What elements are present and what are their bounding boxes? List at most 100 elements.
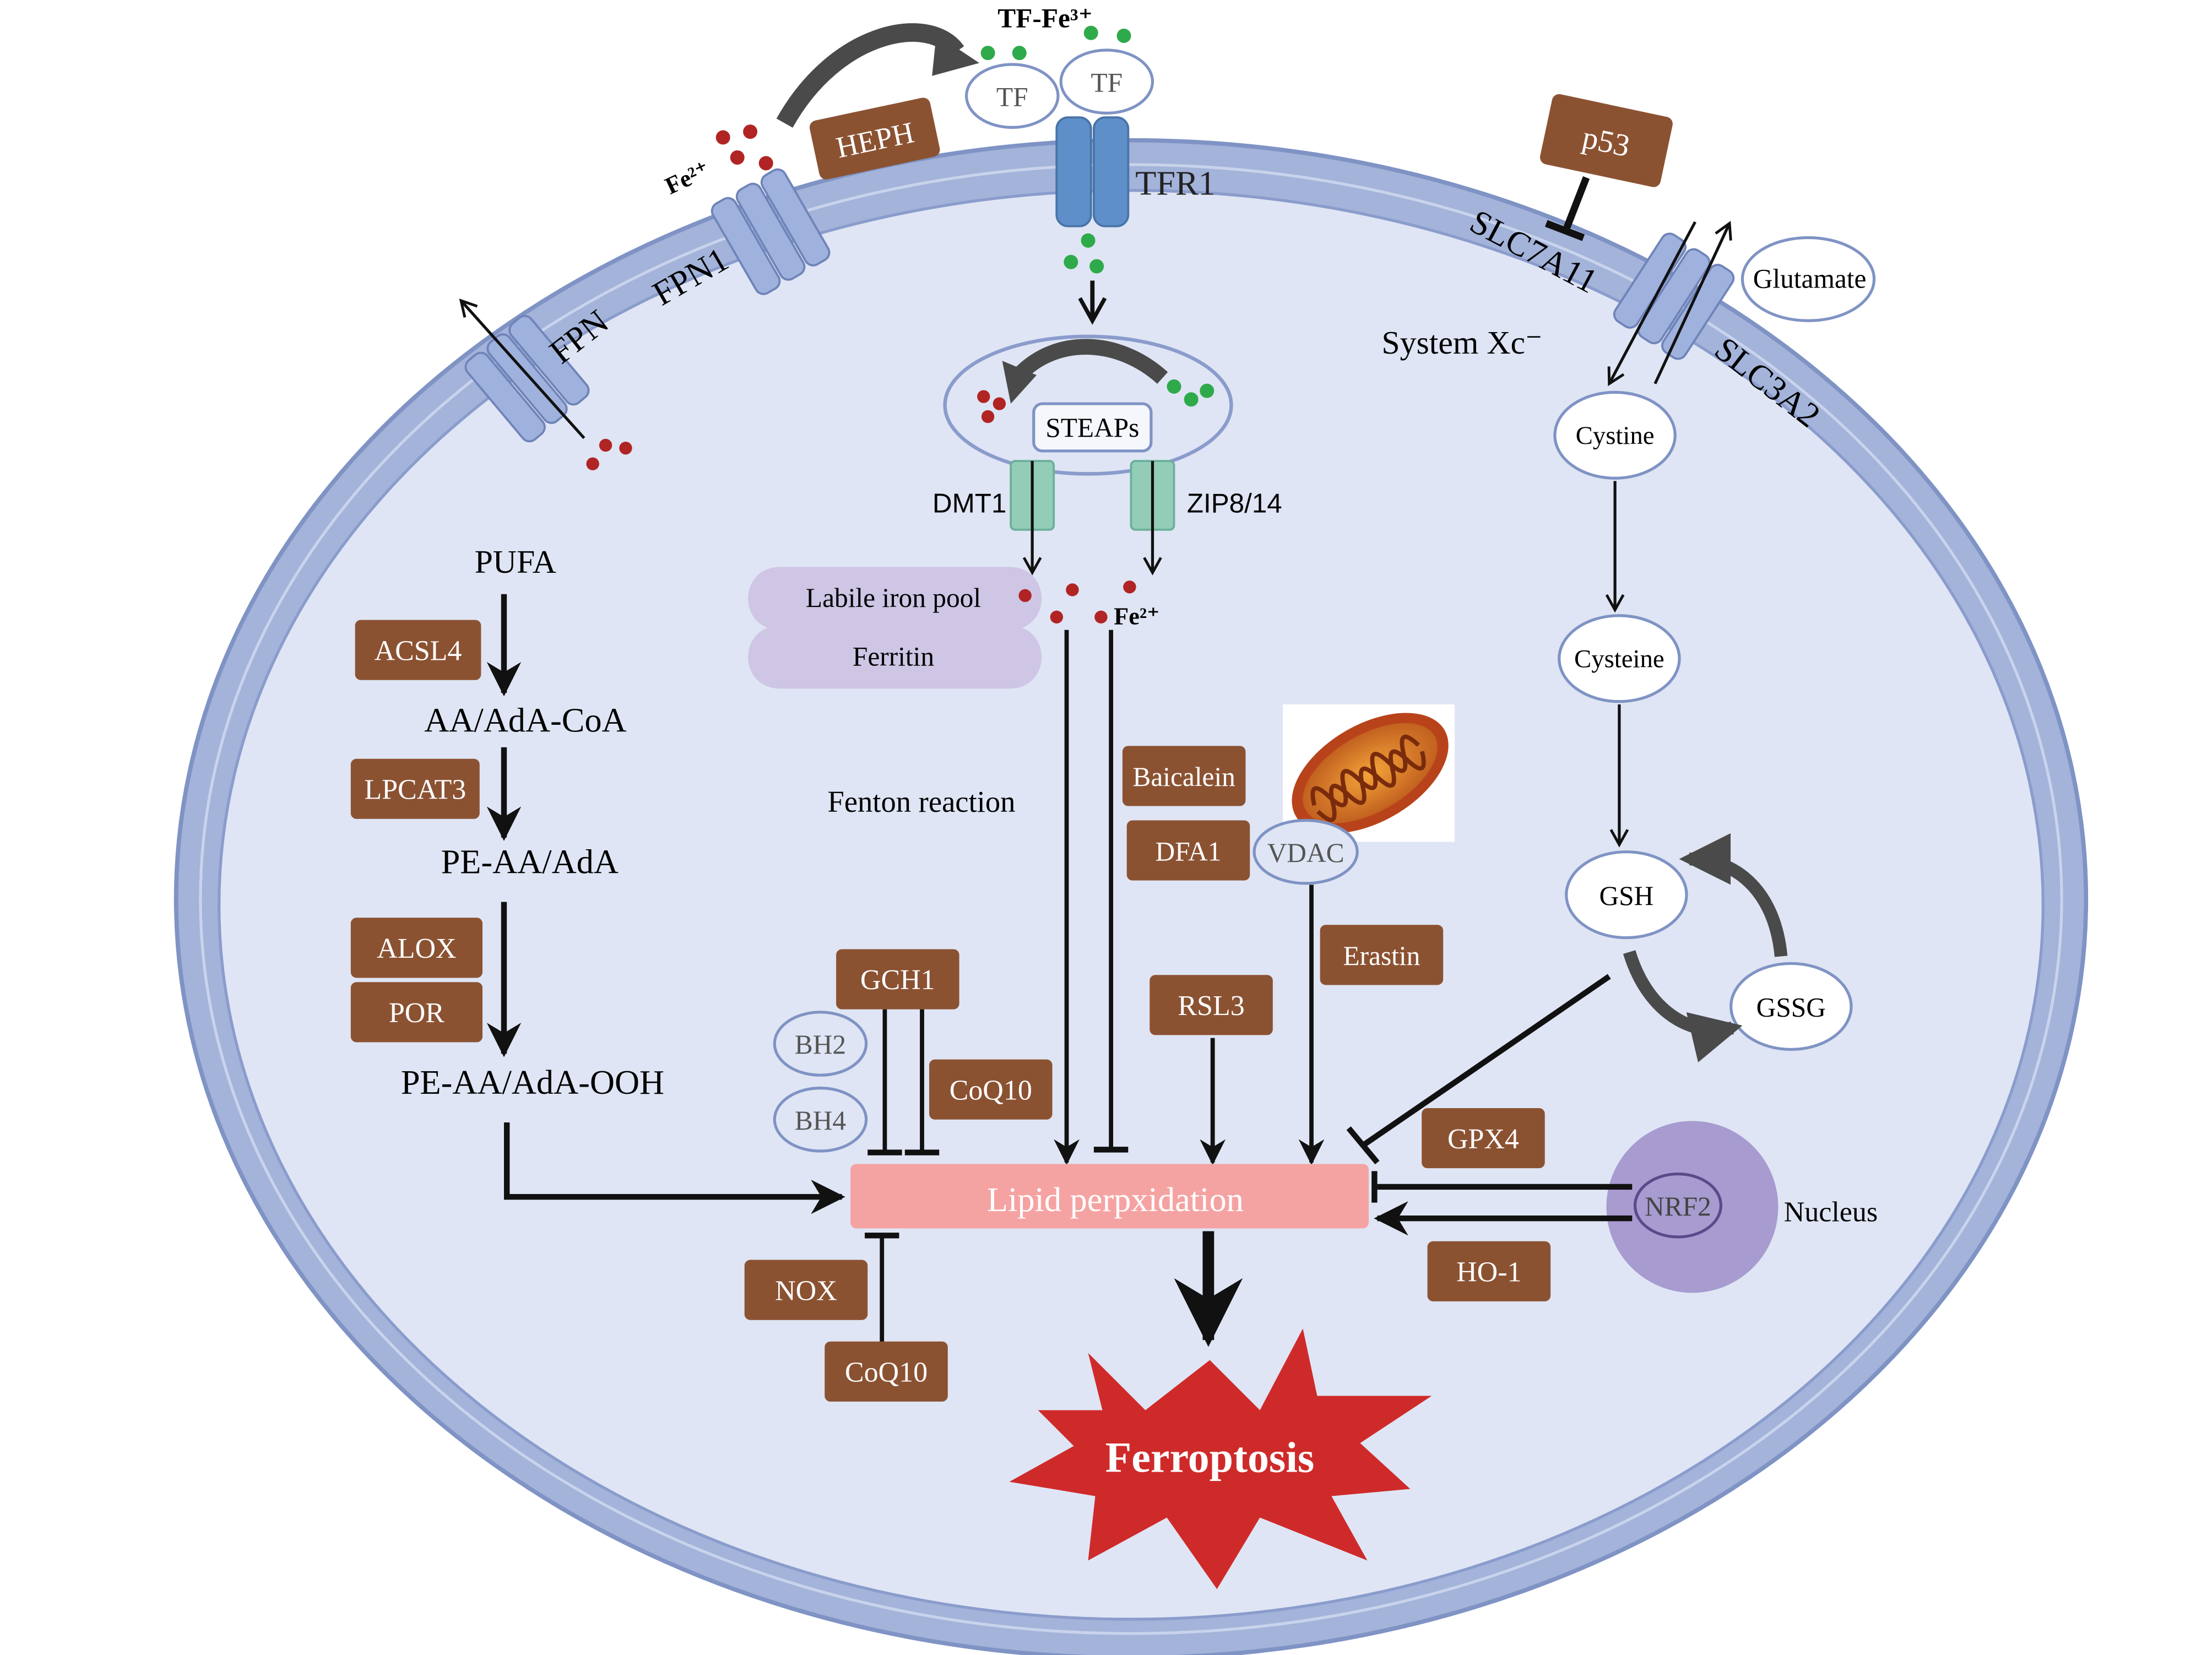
fe3-dot [1184, 392, 1199, 407]
cystine-import-arrow [1607, 221, 1696, 387]
pe-aa-label: PE-AA/AdA [441, 843, 619, 881]
tfr1-receptor-right [1092, 116, 1130, 227]
bh2-label: BH2 [795, 1029, 846, 1060]
nox-coq10: NOX CoQ10 [744, 1233, 948, 1402]
baicalein-label: Baicalein [1132, 762, 1235, 792]
gsh-label: GSH [1599, 881, 1653, 911]
fpn-export-arrow [459, 299, 585, 439]
pufa-pathway: PUFA ACSL4 AA/AdA-CoA LPCAT3 PE-AA/AdA A… [350, 544, 845, 1214]
rsl3-label: RSL3 [1178, 990, 1244, 1022]
fenton-label: Fenton reaction [827, 785, 1015, 818]
ho1-label: HO-1 [1456, 1257, 1521, 1288]
gch1-axis: GCH1 BH2 BH4 CoQ10 [773, 949, 1053, 1155]
ooh-to-lipid-arrow [503, 1122, 845, 1214]
cysteine-node [1558, 614, 1681, 703]
gsh-inhibition-line [1361, 974, 1611, 1148]
fe3-dot [1200, 383, 1215, 398]
fe2-dot [1018, 589, 1032, 603]
zip-label: ZIP8/14 [1187, 489, 1282, 519]
fe2-dot [981, 410, 995, 424]
tf-label-1: TF [996, 82, 1028, 112]
steap-arrow-head [1002, 361, 1037, 404]
nox-box [744, 1260, 868, 1320]
fe2-dot [586, 457, 599, 470]
gpx4-box [1422, 1108, 1545, 1169]
gch1-label: GCH1 [860, 964, 935, 996]
cysteine-label: Cysteine [1574, 644, 1665, 673]
fe2-dot [1094, 610, 1108, 624]
lpcat3-label: LPCAT3 [364, 774, 466, 806]
tf-protein-1 [964, 63, 1060, 129]
dmt1-label: DMT1 [932, 489, 1006, 519]
fe3-dot [1081, 233, 1096, 248]
fe2-dot [977, 390, 990, 403]
glutamate-export-arrow [1653, 220, 1732, 384]
fe3-dot [1116, 28, 1131, 43]
rsl3-gpx4: RSL3 GPX4 [1150, 975, 1545, 1169]
pe-aa-ooh-label: PE-AA/AdA-OOH [401, 1063, 664, 1101]
fe2-inside-label: Fe²⁺ [1114, 603, 1159, 630]
ferritin-shape [748, 625, 1042, 689]
lipid-perox-label: Lipid perpxidation [987, 1181, 1244, 1219]
heph-arrow-head [932, 34, 979, 76]
gsh-inhibition-bar [1346, 1126, 1380, 1165]
ferroptosis-star [1009, 1328, 1432, 1589]
labile-iron-pool-label: Labile iron pool [806, 583, 981, 613]
bh4-label: BH4 [795, 1105, 846, 1136]
coq10-top-label: CoQ10 [950, 1075, 1032, 1106]
ferroptosis-label: Ferroptosis [1105, 1434, 1315, 1481]
fe2-dot [715, 130, 730, 145]
erastin-label: Erastin [1343, 941, 1420, 971]
fe3-dot [1064, 254, 1078, 269]
p53-box: p53 [1539, 94, 1673, 187]
nrf2-label: NRF2 [1645, 1191, 1711, 1222]
steaps-label: STEAPs [1045, 413, 1139, 443]
por-box [350, 982, 482, 1043]
fe2-dot [1050, 610, 1064, 624]
baicalein-box [1122, 746, 1246, 806]
alox-label: ALOX [377, 933, 456, 964]
gsh-to-gssg-cycle-arrow [1623, 950, 1743, 1062]
dfa1-label: DFA1 [1156, 836, 1222, 866]
fe3-dot [1167, 379, 1181, 394]
acsl4-box [355, 620, 481, 680]
tfr1-label: TFR1 [1135, 165, 1216, 203]
labile-iron-pool-shape [748, 567, 1042, 630]
alox-box [350, 918, 482, 978]
nucleus-label: Nucleus [1784, 1196, 1878, 1228]
steaps-box [1032, 402, 1153, 453]
fe2-dot [619, 441, 632, 455]
lipid-perox-box [850, 1164, 1369, 1229]
steap-reduction-arrow [1010, 339, 1168, 384]
nrf2-node [1633, 1172, 1723, 1239]
fe2-dot [1066, 583, 1079, 596]
vdac-node [1253, 818, 1359, 885]
gssg-to-gsh-cycle-arrow [1679, 833, 1788, 957]
glutamate-label: Glutamate [1753, 263, 1867, 294]
system-xc-label: System Xc⁻ [1381, 324, 1542, 361]
acsl4-label: ACSL4 [375, 635, 462, 666]
nrf2-nucleus: NRF2 Nucleus HO-1 [1371, 1121, 1878, 1301]
vdac-label: VDAC [1267, 838, 1344, 868]
fe2-dot [743, 124, 758, 139]
gpx4-label: GPX4 [1447, 1124, 1519, 1155]
ho1-box [1427, 1241, 1551, 1301]
slc7a11-channel [1613, 232, 1735, 360]
endosome-iron: STEAPs DMT1 ZIP8/14 Labile iron pool Fer… [748, 334, 1282, 1165]
fe3-dot [1083, 25, 1098, 40]
p53-inhibition-bar [1544, 220, 1585, 241]
lpcat3-box [350, 758, 480, 819]
coq10-bottom-box [825, 1341, 948, 1402]
aa-coa-label: AA/AdA-CoA [424, 701, 626, 739]
fe3-dot [1089, 259, 1104, 274]
tf-label-2: TF [1091, 67, 1123, 97]
fe2-dot [1123, 580, 1136, 594]
fe2-dot [993, 397, 1006, 410]
gssg-node [1730, 962, 1853, 1051]
rsl3-box [1150, 975, 1273, 1035]
fe2-dot [599, 438, 612, 452]
cell [174, 138, 2088, 1655]
coq10-bottom-label: CoQ10 [845, 1356, 928, 1388]
gsh-node [1565, 850, 1688, 940]
gch1-box [836, 949, 959, 1010]
